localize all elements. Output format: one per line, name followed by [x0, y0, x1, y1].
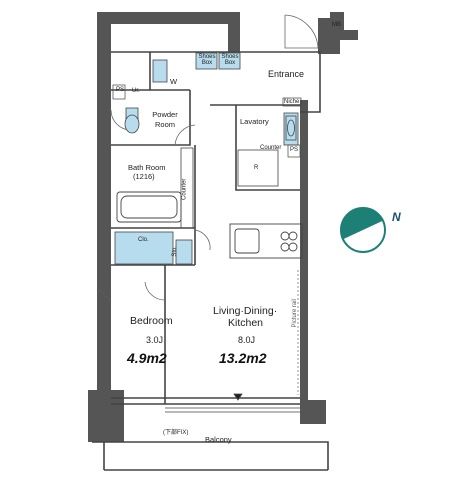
- bedroom-size-label: 3.0J: [146, 335, 164, 345]
- ldk-area: 13.2m2: [219, 350, 267, 366]
- door-swings: [110, 14, 319, 301]
- north-label: N: [392, 210, 401, 224]
- entrance-label: Entrance: [268, 69, 305, 79]
- bath-counter: [180, 147, 194, 229]
- counter-label: Counter: [260, 145, 282, 151]
- structural-walls: [88, 12, 358, 442]
- shoes-box-label-2: Shoes Box: [221, 54, 239, 66]
- small-fixtures: [112, 84, 302, 158]
- powder-room-label: Powder Room: [152, 110, 178, 129]
- closet-label: Clo.: [138, 237, 149, 243]
- bath-counter-label: Counter: [181, 178, 188, 200]
- ps-label: PS: [116, 87, 125, 93]
- storage-label: Sto.: [172, 245, 179, 257]
- storage-fills: [114, 52, 299, 265]
- bedroom-label: Bedroom: [130, 315, 173, 327]
- interior-walls: [92, 51, 329, 471]
- ps-label-2: PS: [290, 147, 299, 153]
- bath-room-label: Bath Room: [128, 163, 166, 172]
- ldk-label-line1: Living·Dining·: [213, 305, 278, 317]
- refrigerator-space: [237, 149, 279, 187]
- balcony-label: Balcony: [205, 435, 232, 444]
- niche-label: Niche: [284, 99, 300, 105]
- bedroom-area: 4.9m2: [127, 350, 167, 366]
- ldk-label-line2: Kitchen: [228, 317, 264, 329]
- picture-rail-label: Picture rail: [291, 299, 298, 328]
- shoes-box-label-1: Shoes Box: [198, 54, 216, 66]
- w-label: W: [170, 77, 178, 86]
- toilet-fixture: [124, 107, 140, 134]
- mb-label: MB: [332, 22, 341, 28]
- refrigerator-label: R: [254, 165, 259, 171]
- lavatory-sink: [285, 115, 297, 141]
- balcony-window: [165, 393, 300, 413]
- compass: [340, 207, 386, 253]
- ldk-size-label: 8.0J: [238, 335, 256, 345]
- bathtub: [116, 191, 182, 223]
- urinal-label: Ur.: [132, 88, 140, 94]
- kitchen-counter: [229, 223, 303, 259]
- bath-size-label: (1216): [133, 172, 155, 181]
- lavatory-label: Lavatory: [240, 117, 269, 126]
- fix-note-label: (下部FIX): [163, 430, 189, 436]
